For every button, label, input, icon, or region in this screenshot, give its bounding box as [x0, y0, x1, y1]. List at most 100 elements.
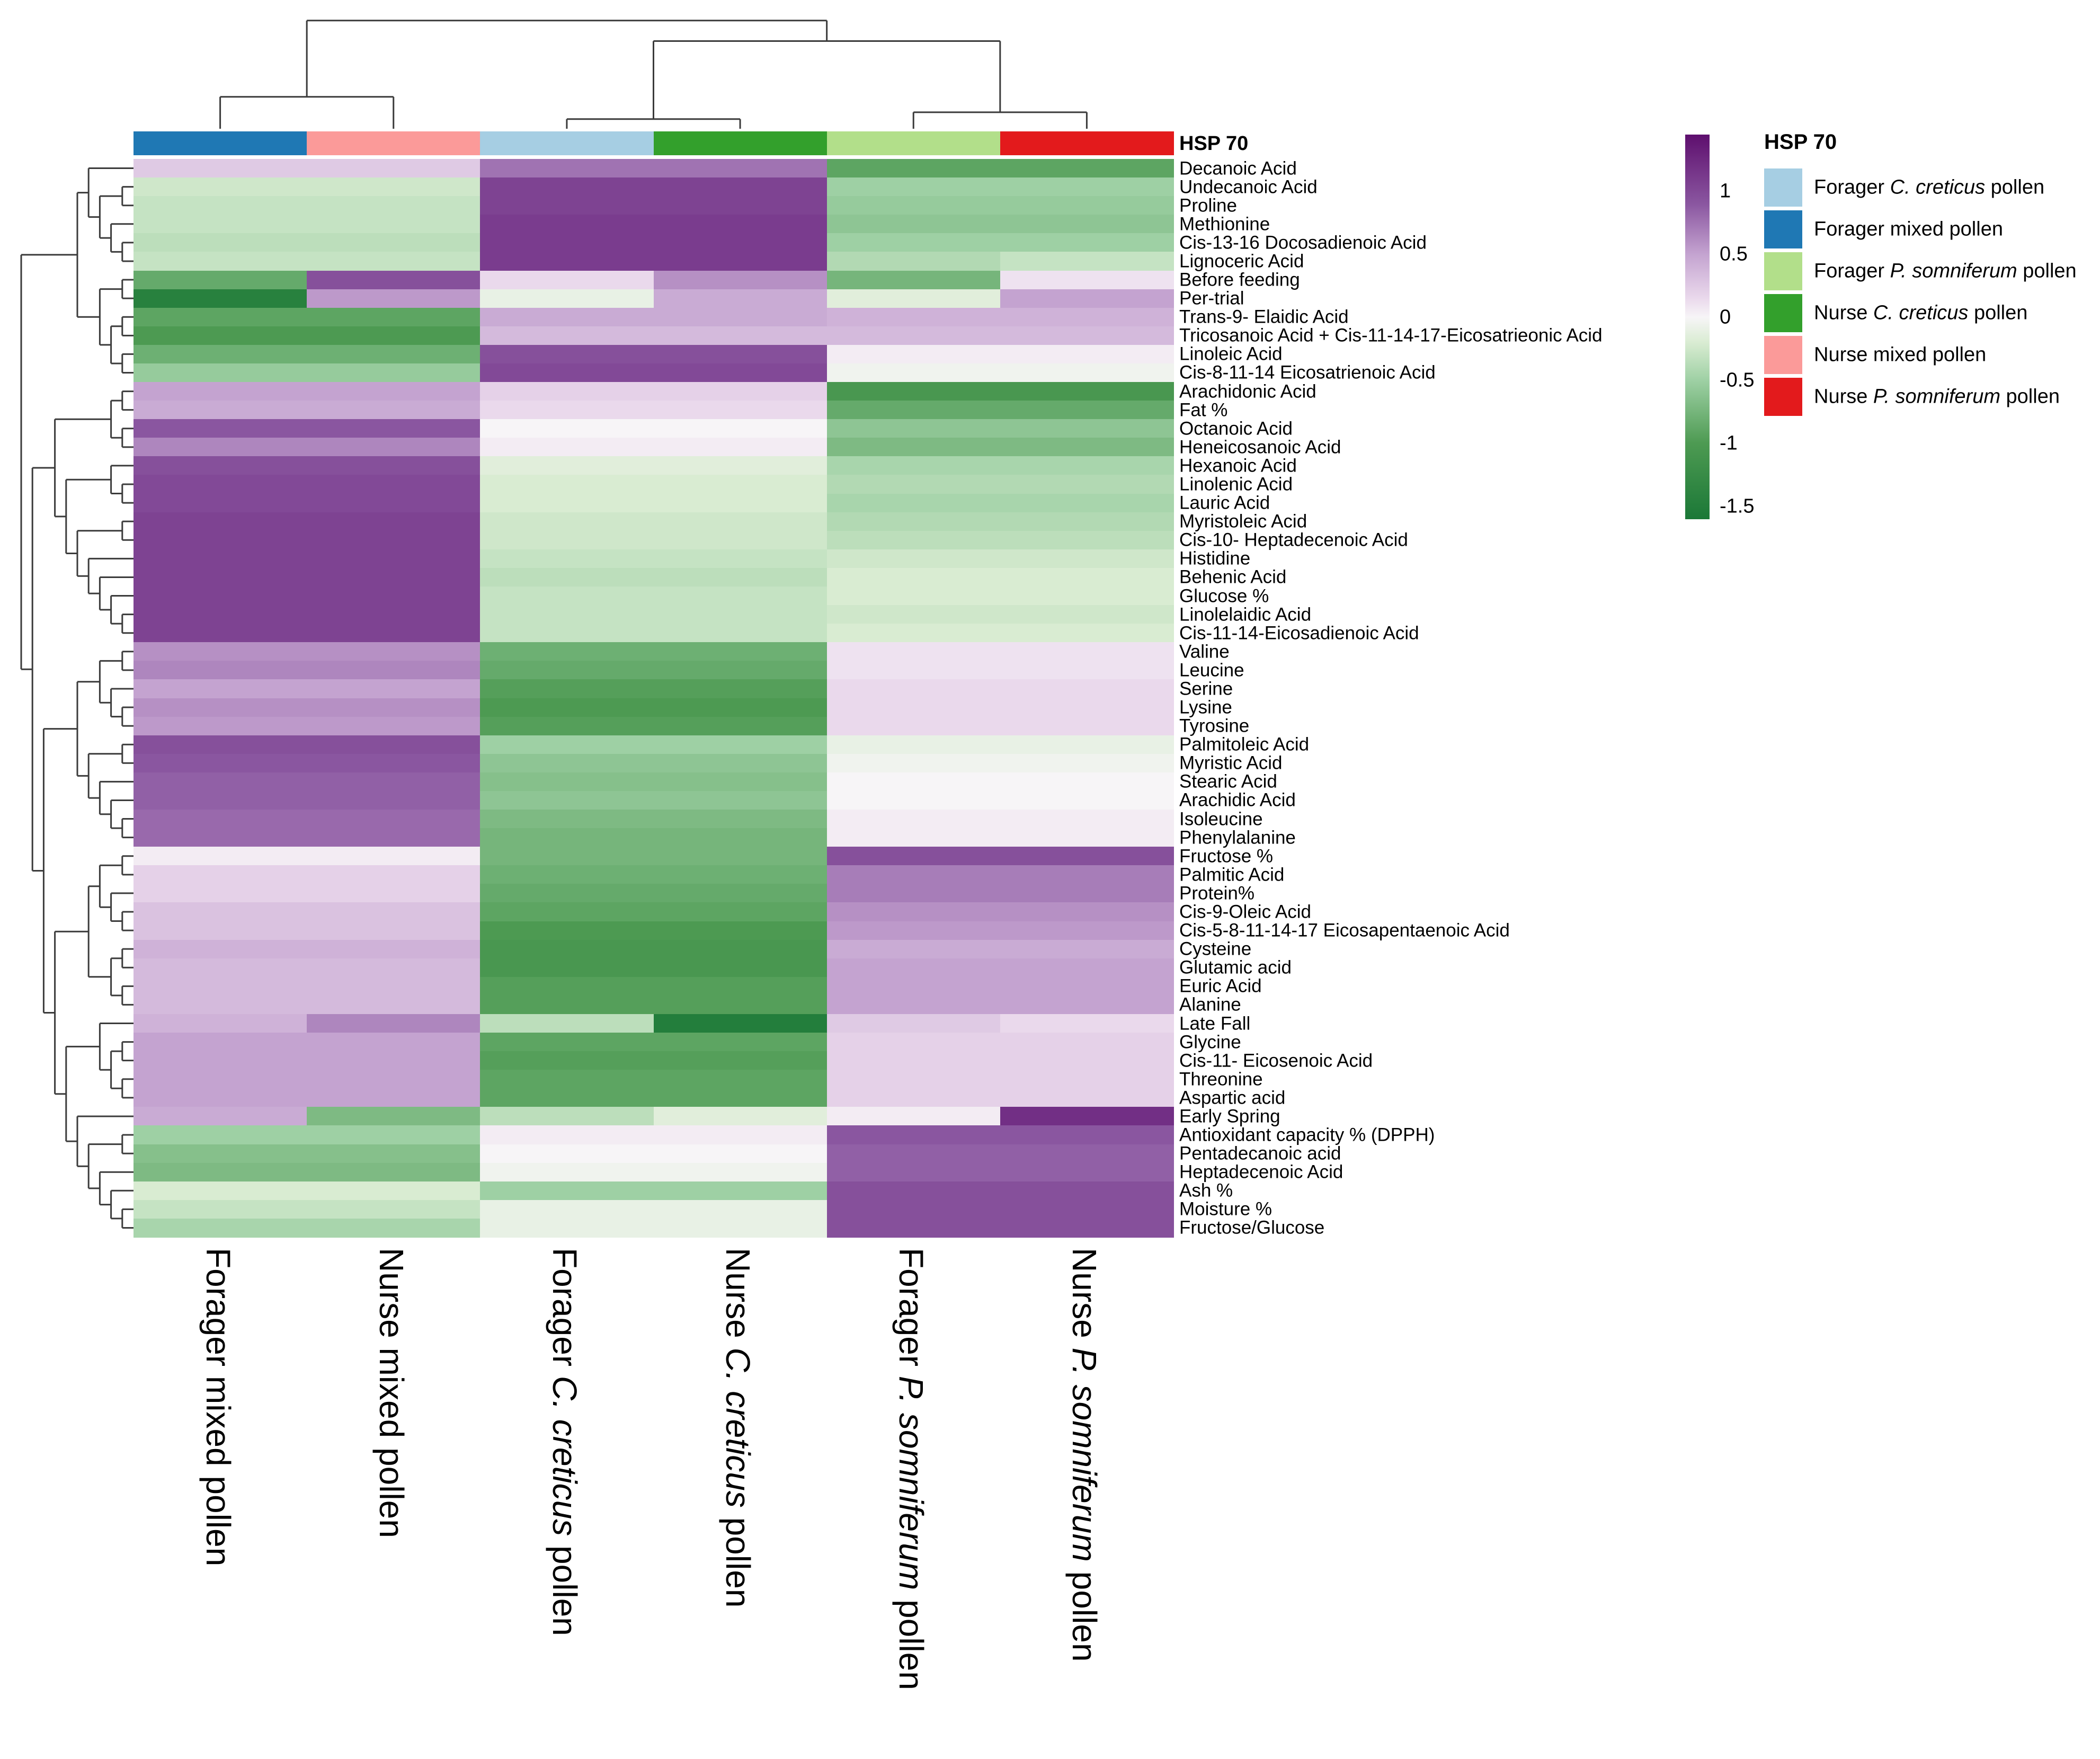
heatmap-cell [307, 307, 480, 327]
heatmap-cell [653, 401, 827, 420]
heatmap-cell [653, 642, 827, 661]
row-label: Methionine [1179, 214, 1270, 235]
row-label: Serine [1179, 678, 1233, 699]
heatmap-cell [480, 1107, 654, 1126]
heatmap-cell [653, 344, 827, 364]
heatmap-cell [653, 1200, 827, 1219]
row-label: Linolenic Acid [1179, 474, 1293, 495]
colorbar-tick-label: -1 [1720, 432, 1738, 455]
label-italic-part: C. creticus [545, 1375, 584, 1536]
heatmap-cell [480, 1181, 654, 1201]
row-label: Heptadecenoic Acid [1179, 1161, 1343, 1183]
legend-entry-label: Forager mixed pollen [1814, 218, 2003, 241]
heatmap-cell [653, 363, 827, 383]
annotation-segment [653, 131, 827, 155]
heatmap-cell [307, 438, 480, 457]
legend-swatch [1764, 294, 1802, 332]
label-part: Nurse [1814, 385, 1873, 408]
heatmap-cell [134, 772, 307, 792]
heatmap-cell [307, 847, 480, 866]
heatmap-cell [480, 344, 654, 364]
heatmap-cell [1000, 363, 1174, 383]
heatmap-cell [1000, 790, 1174, 810]
heatmap-cell [307, 289, 480, 308]
heatmap-cell [1000, 307, 1174, 327]
heatmap-cell [826, 735, 1001, 754]
heatmap-cell [653, 215, 827, 234]
heatmap-cell [1000, 382, 1174, 401]
label-part: pollen [2017, 260, 2077, 282]
heatmap-cell [826, 976, 1001, 996]
heatmap-cell [1000, 252, 1174, 271]
row-label: Threonine [1179, 1069, 1263, 1090]
label-part: Forager [1814, 176, 1890, 199]
row-label: Fructose/Glucose [1179, 1217, 1325, 1238]
heatmap-cell [1000, 438, 1174, 457]
heatmap-cell [307, 270, 480, 290]
heatmap-cell [653, 177, 827, 197]
label-part: pollen [1968, 301, 2028, 324]
heatmap-cell [480, 679, 654, 699]
heatmap-cell [653, 735, 827, 754]
heatmap-cell [1000, 1088, 1174, 1107]
heatmap-cell [307, 401, 480, 420]
heatmap-cell [826, 661, 1001, 680]
row-label: Cis-5-8-11-14-17 Eicosapentaenoic Acid [1179, 920, 1510, 941]
heatmap-cell [307, 512, 480, 531]
heatmap-cell [134, 512, 307, 531]
heatmap-cell [480, 661, 654, 680]
heatmap-cell [480, 549, 654, 568]
label-italic-part: C. creticus [1873, 301, 1969, 324]
heatmap-cell [134, 159, 307, 178]
heatmap-cell [480, 159, 654, 178]
heatmap-cell [1000, 270, 1174, 290]
heatmap-cell [307, 382, 480, 401]
heatmap-cell [1000, 289, 1174, 308]
label-italic-part: P. somniferum [1065, 1347, 1104, 1562]
heatmap-cell [480, 401, 654, 420]
heatmap-cell [307, 624, 480, 643]
label-part: Nurse mixed pollen [372, 1248, 411, 1538]
heatmap-cell [826, 363, 1001, 383]
heatmap-cell [1000, 847, 1174, 866]
heatmap-cell [1000, 567, 1174, 587]
heatmap-cell [826, 772, 1001, 792]
heatmap-cell [480, 1144, 654, 1163]
legend-title: HSP 70 [1764, 130, 1837, 154]
heatmap-cell [826, 1014, 1001, 1033]
heatmap-cell [134, 344, 307, 364]
row-label: Linolelaidic Acid [1179, 604, 1312, 625]
label-part: pollen [892, 1590, 931, 1690]
heatmap-cell [480, 753, 654, 773]
heatmap-cell [653, 1033, 827, 1052]
heatmap-cell [134, 270, 307, 290]
heatmap-cell [653, 549, 827, 568]
heatmap-cell [1000, 1162, 1174, 1182]
row-label: Phenylalanine [1179, 827, 1296, 848]
annotation-segment [134, 131, 307, 155]
heatmap-cell [134, 233, 307, 253]
heatmap-cell [653, 1162, 827, 1182]
row-label: Cysteine [1179, 938, 1252, 960]
heatmap-cell [826, 828, 1001, 847]
heatmap-cell [1000, 326, 1174, 345]
heatmap-cell [307, 233, 480, 253]
heatmap-cell [653, 512, 827, 531]
heatmap-cell [134, 605, 307, 624]
heatmap-cell [307, 1014, 480, 1033]
heatmap-cell [1000, 642, 1174, 661]
heatmap-cell [653, 289, 827, 308]
row-label: Protein% [1179, 883, 1255, 904]
heatmap-cell [1000, 772, 1174, 792]
heatmap-cell [480, 1218, 654, 1238]
heatmap-cell [307, 1218, 480, 1238]
heatmap-cell [480, 270, 654, 290]
heatmap-cell [653, 1144, 827, 1163]
heatmap-cell [480, 1200, 654, 1219]
heatmap-cell [134, 215, 307, 234]
annotation-segment [307, 131, 480, 155]
heatmap-cell [653, 810, 827, 829]
row-label: Late Fall [1179, 1013, 1251, 1034]
heatmap-cell [826, 549, 1001, 568]
heatmap-cell [1000, 1144, 1174, 1163]
